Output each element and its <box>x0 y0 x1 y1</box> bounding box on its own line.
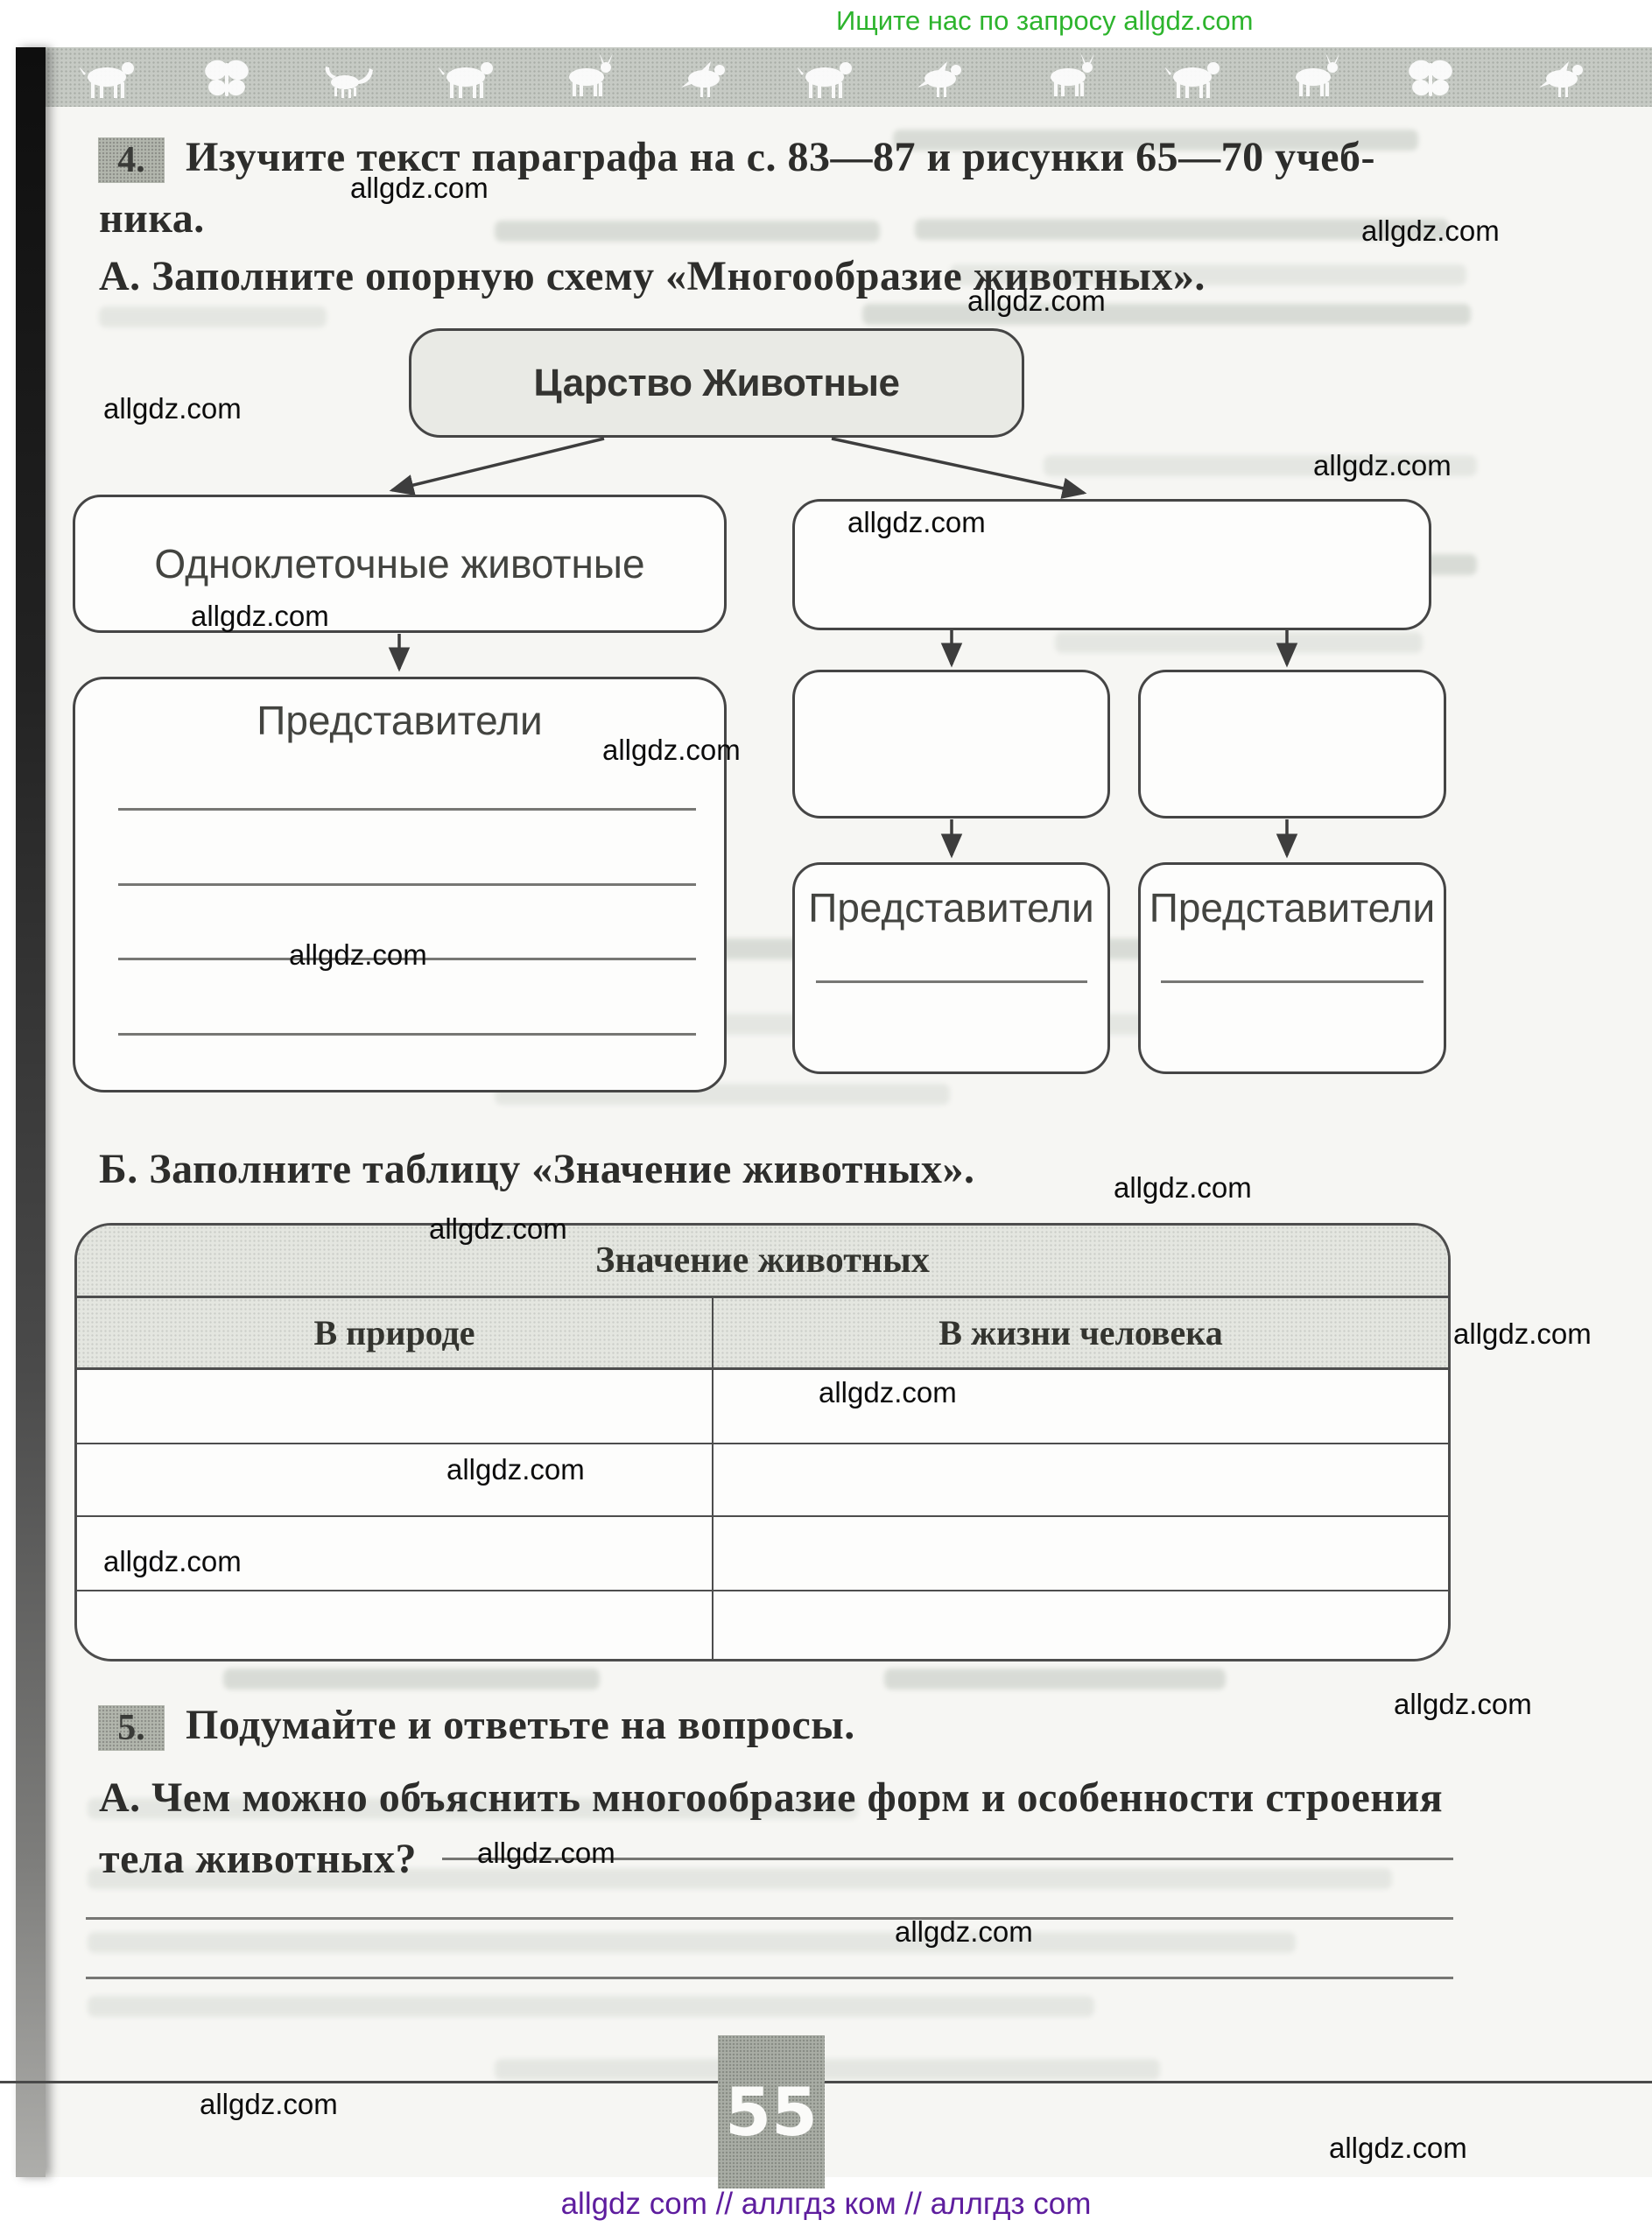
watermark: allgdz.com <box>602 734 741 766</box>
task4-text-line1: Изучите текст параграфа на с. 83—87 и ри… <box>186 134 1375 180</box>
watermark: allgdz.com <box>1313 449 1452 481</box>
task4-text-line2: ника. <box>99 195 205 242</box>
section-b-label: Б. Заполните таблицу «Значение животных»… <box>99 1146 975 1192</box>
part-a-label: А. Заполните опорную схему «Многообразие… <box>99 253 1206 299</box>
bleed-through-text <box>88 1868 1392 1889</box>
bleed-through-text <box>915 219 1449 240</box>
watermark: allgdz.com <box>847 506 986 538</box>
table-row <box>77 1444 1448 1517</box>
page-number-tab: 55 <box>718 2035 825 2188</box>
write-line <box>118 883 696 886</box>
bleed-through-text <box>495 221 880 242</box>
book-spine-shadow <box>16 47 46 2177</box>
bleed-through-text <box>88 1996 1094 2017</box>
animal-silhouettes <box>79 53 1583 98</box>
watermark: allgdz.com <box>895 1915 1033 1948</box>
watermark: allgdz.com <box>103 392 242 425</box>
scheme-root-box: Царство Животные <box>409 328 1024 438</box>
bleed-through-text <box>950 264 1466 285</box>
table-cell-empty <box>714 1444 1448 1515</box>
watermark: allgdz.com <box>200 2088 338 2120</box>
watermark: allgdz.com <box>191 600 329 632</box>
answer-line <box>86 1917 1453 1920</box>
unicellular-label: Одноклеточные животные <box>154 541 645 587</box>
table-cell-empty <box>77 1370 714 1443</box>
bleed-through-text <box>88 1798 858 1819</box>
table-cell-empty <box>714 1591 1448 1659</box>
watermark: allgdz.com <box>1114 1171 1252 1204</box>
table-col-header-human: В жизни человека <box>938 1313 1223 1352</box>
scheme-box-unicellular: Одноклеточные животные <box>73 495 727 633</box>
watermark: allgdz.com <box>1394 1688 1532 1720</box>
question-a-line2: тела животных? <box>99 1836 417 1882</box>
table-col-header-nature: В природе <box>77 1298 714 1367</box>
watermark: allgdz.com <box>429 1212 567 1245</box>
write-line <box>816 980 1087 983</box>
write-line <box>118 1033 696 1036</box>
watermark: allgdz.com <box>350 172 489 204</box>
bleed-through-text <box>223 1668 600 1690</box>
answer-line <box>442 1858 1453 1860</box>
representatives-label: Представители <box>257 698 543 743</box>
table-row <box>77 1370 1448 1444</box>
representatives-label: Представители <box>808 885 1094 931</box>
watermark: allgdz.com <box>103 1545 242 1577</box>
animal-band <box>16 47 1652 107</box>
scheme-box-blank-middle <box>792 670 1110 818</box>
task4-badge: 4. <box>98 137 165 183</box>
watermark: allgdz.com <box>1453 1317 1592 1350</box>
write-line <box>118 808 696 811</box>
bleed-through-text <box>495 2059 1160 2080</box>
scheme-box-blank-right <box>792 499 1431 630</box>
watermark: allgdz.com <box>1329 2132 1467 2164</box>
task5-label: Подумайте и ответьте на вопросы. <box>186 1702 855 1748</box>
watermark: allgdz.com <box>819 1376 957 1409</box>
importance-table: Значение животных В природе В жизни чело… <box>74 1223 1451 1661</box>
scheme-root-label: Царство Животные <box>533 361 900 404</box>
watermark: allgdz.com <box>1361 214 1500 247</box>
page-number: 55 <box>725 2073 818 2151</box>
bleed-through-text <box>862 304 1471 325</box>
scheme-box-blank-far-right <box>1138 670 1446 818</box>
bleed-through-text <box>1055 632 1423 653</box>
table-cell-empty <box>714 1517 1448 1590</box>
question-a-line1: А. Чем можно объяснить многообразие форм… <box>99 1774 1444 1821</box>
table-cell-empty <box>77 1444 714 1515</box>
page-footer-rule <box>0 2081 1652 2083</box>
watermark: allgdz.com <box>289 938 427 971</box>
bleed-through-text <box>99 306 327 327</box>
footer-promo-text: allgdz com // аллгдз ком // аллгдз com <box>560 2187 1092 2221</box>
write-line <box>1161 980 1424 983</box>
answer-line <box>86 1977 1453 1979</box>
bleed-through-text <box>893 130 1418 151</box>
table-row <box>77 1591 1448 1659</box>
task5-badge: 5. <box>98 1705 165 1751</box>
watermark: allgdz.com <box>967 285 1106 317</box>
table-cell-empty <box>77 1591 714 1659</box>
scheme-connector-arrows <box>388 437 1298 859</box>
scheme-representatives-box-right: Представители <box>1138 862 1446 1074</box>
promo-text: Ищите нас по запросу allgdz.com <box>836 5 1254 36</box>
bleed-through-text <box>88 1932 1296 1953</box>
table-column-headers: В природе В жизни человека <box>77 1298 1448 1370</box>
scheme-representatives-box-middle: Представители <box>792 862 1110 1074</box>
table-title: Значение животных <box>77 1226 1448 1298</box>
bleed-through-text <box>1044 455 1477 476</box>
table-cell-empty <box>77 1517 714 1590</box>
watermark: allgdz.com <box>446 1453 585 1486</box>
watermark: allgdz.com <box>477 1837 615 1869</box>
representatives-label: Представители <box>1149 885 1436 931</box>
write-line <box>118 958 696 960</box>
table-row <box>77 1517 1448 1591</box>
bleed-through-text <box>884 1668 1226 1690</box>
